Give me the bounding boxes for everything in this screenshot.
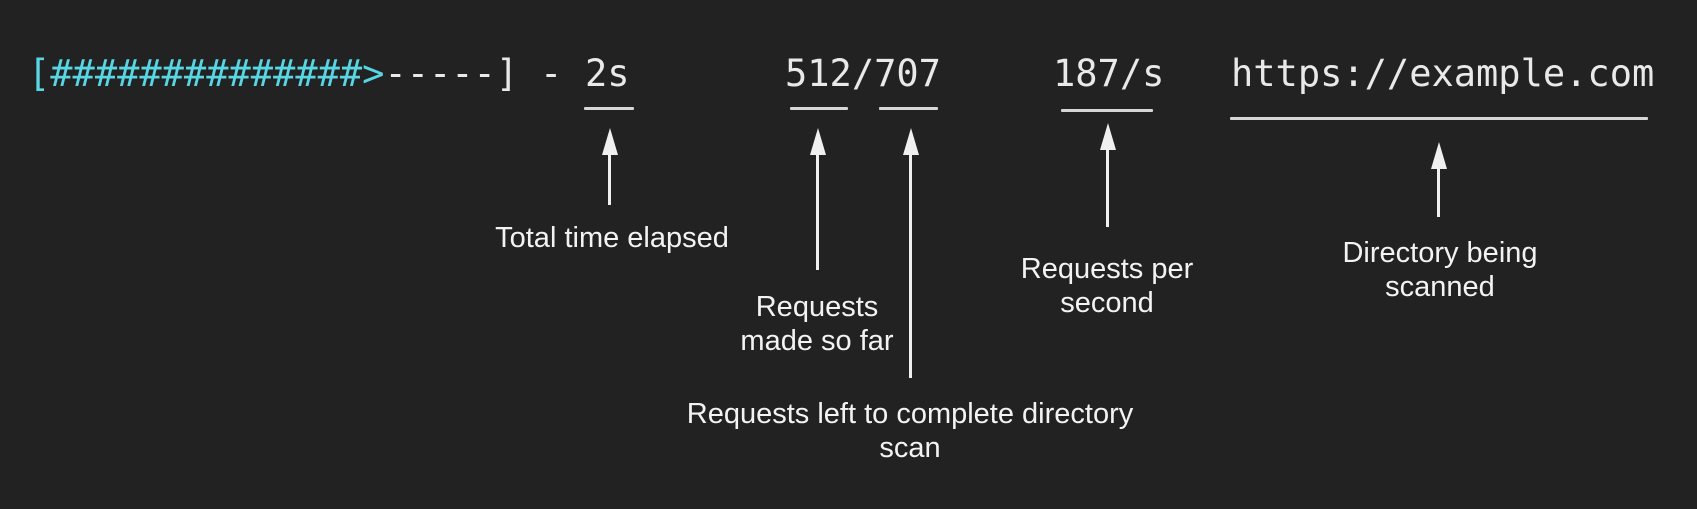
arrow-up-requests-total-icon bbox=[902, 128, 919, 378]
annotation-requests-per-second: Requests per second bbox=[1020, 253, 1194, 319]
arrow-shaft bbox=[1436, 166, 1441, 217]
arrowhead-icon bbox=[809, 128, 826, 155]
requests-total-value: 707 bbox=[874, 52, 941, 95]
arrow-up-requests-made-icon bbox=[809, 128, 826, 270]
progress-bar-open-bracket: [ bbox=[28, 52, 51, 95]
separator-dash: - bbox=[540, 52, 563, 95]
arrow-shaft bbox=[908, 152, 913, 378]
target-url: https://example.com bbox=[1231, 52, 1655, 95]
underline-requests-made bbox=[790, 107, 848, 110]
arrow-up-elapsed-time-icon bbox=[601, 128, 618, 205]
progress-bar-remaining: ----- bbox=[384, 52, 496, 95]
progress-bar-fill: ############## bbox=[50, 52, 363, 95]
annotation-requests-made: Requests made so far bbox=[740, 291, 894, 357]
underline-request-rate bbox=[1061, 109, 1153, 112]
arrow-shaft bbox=[1105, 147, 1110, 227]
arrow-up-request-rate-icon bbox=[1099, 123, 1116, 227]
request-rate-value: 187/s bbox=[1053, 52, 1165, 95]
arrowhead-icon bbox=[601, 128, 618, 155]
request-progress: 512/707 bbox=[785, 52, 941, 96]
arrowhead-icon bbox=[902, 128, 919, 155]
arrowhead-icon bbox=[1099, 123, 1116, 150]
arrow-shaft bbox=[815, 152, 820, 270]
progress-bar-close-bracket: ] bbox=[495, 52, 519, 95]
arrow-shaft bbox=[607, 152, 612, 205]
annotation-elapsed-time: Total time elapsed bbox=[495, 222, 729, 254]
elapsed-time-value: 2s bbox=[585, 52, 630, 95]
progress-bar-cursor: > bbox=[362, 52, 385, 95]
annotation-requests-left: Requests left to complete directory scan bbox=[686, 398, 1134, 464]
arrow-up-target-url-icon bbox=[1430, 142, 1447, 217]
underline-elapsed-time bbox=[584, 107, 634, 110]
requests-made-value: 512 bbox=[785, 52, 852, 95]
arrowhead-icon bbox=[1430, 142, 1447, 169]
underline-requests-total bbox=[879, 107, 938, 110]
annotation-directory-scanned: Directory being scanned bbox=[1342, 237, 1538, 303]
requests-progress-slash: / bbox=[851, 52, 875, 95]
underline-target-url bbox=[1230, 117, 1648, 120]
progress-bar: [##############>-----] bbox=[28, 52, 518, 96]
